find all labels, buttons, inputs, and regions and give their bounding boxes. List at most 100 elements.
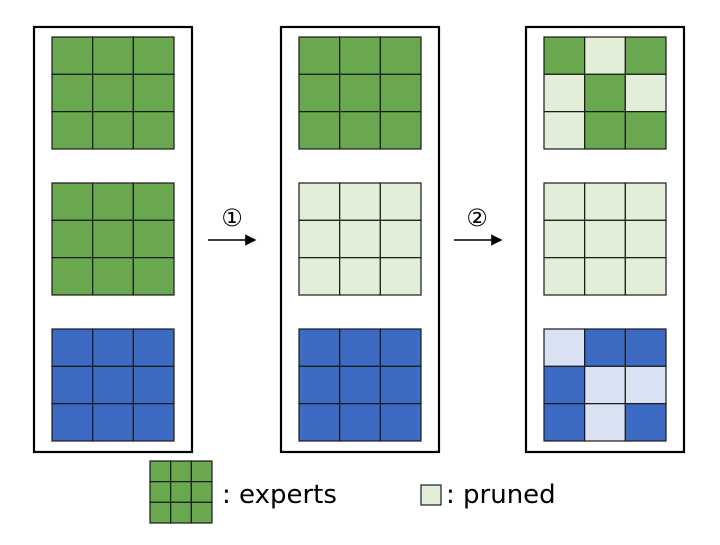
pruned-expert-cell [339,182,381,221]
expert-cell [132,182,175,221]
expert-cell [92,403,134,442]
expert-cell [298,328,341,367]
expert-cell [339,73,381,113]
expert-cell [543,403,586,442]
expert-block [543,36,667,150]
pruned-expert-cell [584,219,626,259]
pruned-expert-cell [624,73,667,113]
pruned-expert-cell [298,182,341,221]
expert-cell [624,111,667,150]
pruned-expert-cell [543,257,586,296]
expert-cell [543,36,586,75]
expert-cell [298,365,341,405]
expert-cell [339,365,381,405]
expert-cell [92,182,134,221]
legend-expert-cell [170,481,192,503]
expert-cell [51,257,94,296]
expert-block [298,36,422,150]
expert-cell [379,36,422,75]
expert-cell [132,111,175,150]
step-2-label: ② [466,204,488,232]
panel-3 [524,25,686,454]
expert-cell [298,403,341,442]
step-2: ② [454,204,503,246]
expert-cell [624,328,667,367]
expert-cell [51,219,94,259]
legend-experts-label: : experts [222,480,337,510]
expert-cell [584,111,626,150]
expert-cell [339,36,381,75]
pruned-expert-cell [298,257,341,296]
expert-cell [624,36,667,75]
pruned-expert-cell [298,219,341,259]
expert-cell [132,365,175,405]
legend: : experts : pruned [149,460,556,524]
expert-block [298,328,422,442]
pruned-expert-cell [584,182,626,221]
expert-block [298,182,422,296]
expert-cell [339,111,381,150]
legend-pruned-label: : pruned [446,480,556,510]
pruned-expert-cell [339,219,381,259]
pruned-expert-cell [584,257,626,296]
pruned-expert-cell [543,111,586,150]
expert-cell [51,403,94,442]
expert-cell [543,365,586,405]
expert-cell [92,73,134,113]
panel-1 [32,25,194,454]
expert-cell [132,36,175,75]
expert-cell [132,219,175,259]
expert-cell [379,365,422,405]
expert-cell [584,73,626,113]
pruned-expert-cell [624,182,667,221]
legend-experts-swatch [149,460,213,524]
expert-cell [379,403,422,442]
expert-cell [132,328,175,367]
pruned-expert-cell [379,219,422,259]
expert-cell [92,111,134,150]
pruned-expert-cell [379,182,422,221]
step-1: ① [208,204,257,246]
expert-cell [51,36,94,75]
expert-cell [51,182,94,221]
expert-cell [92,257,134,296]
pruned-expert-cell [543,182,586,221]
expert-cell [298,36,341,75]
expert-cell [51,73,94,113]
pruned-expert-cell [339,257,381,296]
pruned-expert-cell [543,219,586,259]
expert-block [51,182,175,296]
legend-expert-cell [190,481,213,503]
legend-pruned-swatch [420,484,442,506]
expert-block [51,328,175,442]
pruned-expert-cell [543,73,586,113]
expert-cell [298,73,341,113]
expert-cell [92,328,134,367]
expert-cell [624,403,667,442]
legend-expert-cell [190,501,213,524]
legend-expert-cell [149,501,172,524]
legend-expert-cell [170,460,192,483]
pruned-expert-cell [379,257,422,296]
expert-cell [132,257,175,296]
expert-cell [51,111,94,150]
expert-cell [339,328,381,367]
expert-cell [379,328,422,367]
legend-expert-cell [190,460,213,483]
panels [32,25,686,454]
pruned-expert-cell [624,365,667,405]
pruned-expert-cell [584,365,626,405]
expert-cell [132,73,175,113]
expert-cell [51,328,94,367]
expert-cell [92,365,134,405]
expert-block [543,328,667,442]
expert-block [543,182,667,296]
expert-cell [92,36,134,75]
expert-cell [298,111,341,150]
legend-expert-cell [170,501,192,524]
legend-expert-cell [149,481,172,503]
expert-cell [339,403,381,442]
expert-block [51,36,175,150]
expert-cell [379,73,422,113]
